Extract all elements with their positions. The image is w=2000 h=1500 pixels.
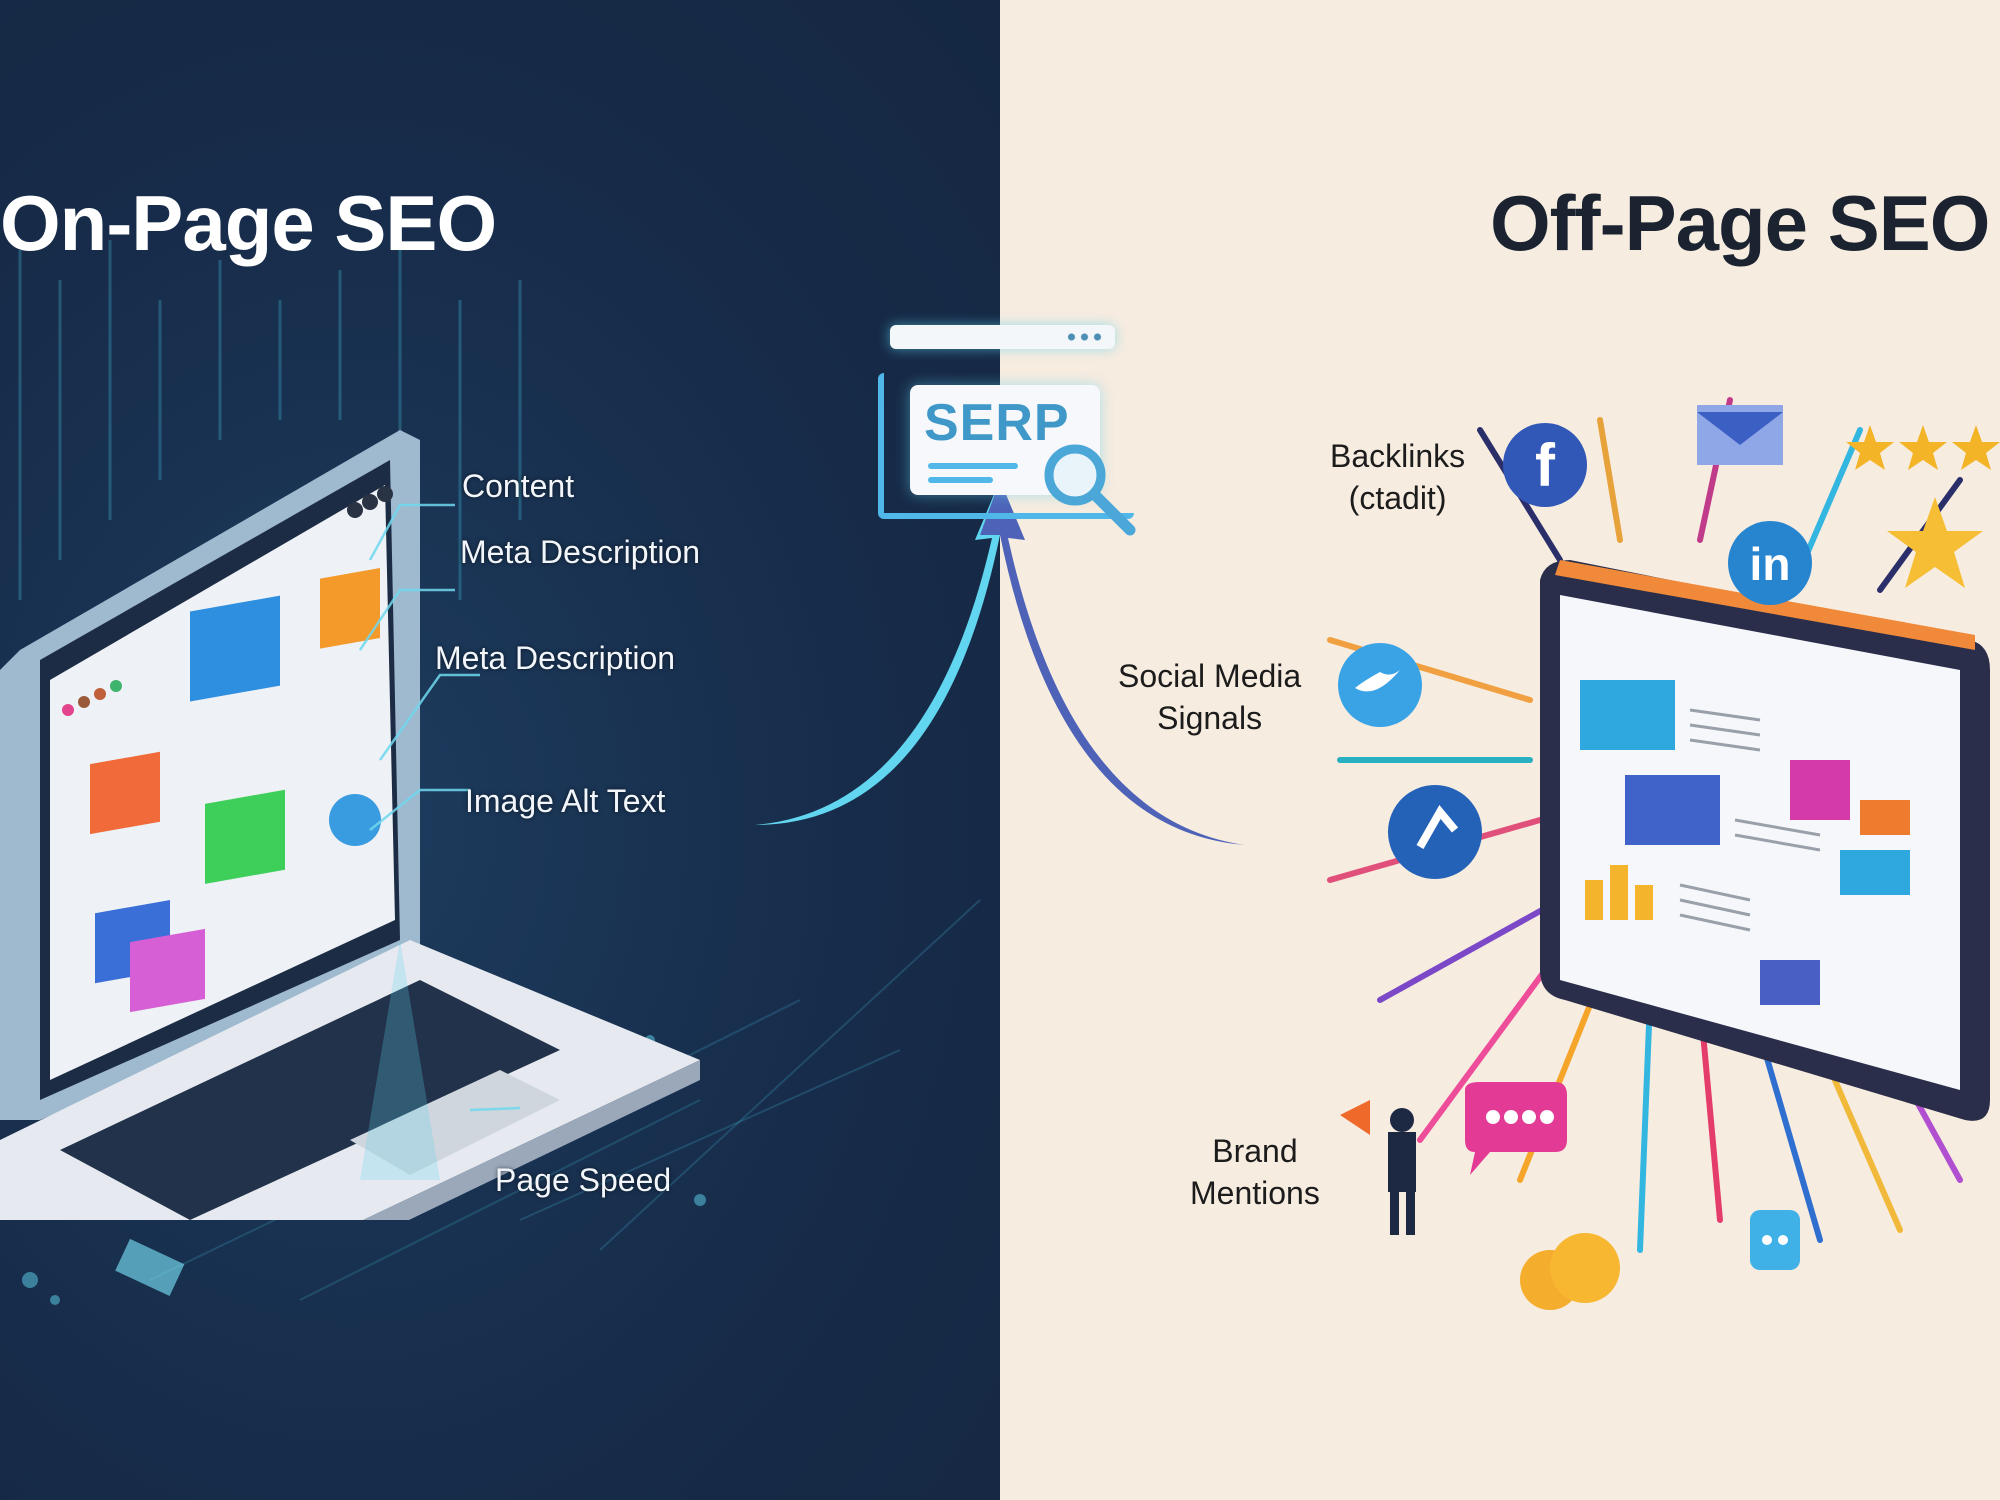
email-icon <box>1697 405 1783 465</box>
music-note-icon <box>1388 785 1482 879</box>
cloud-icon <box>1520 1233 1620 1310</box>
linkedin-icon: in <box>1728 521 1812 605</box>
svg-text:f: f <box>1535 432 1556 499</box>
facebook-icon: f <box>1503 423 1587 507</box>
on-page-panel: On-Page SEO Content Meta Description Met… <box>0 0 1000 1500</box>
svg-text:in: in <box>1750 538 1791 590</box>
star-icon <box>1887 497 1983 588</box>
label-backlinks: Backlinks (ctadit) <box>1330 438 1466 516</box>
label-page-speed: Page Speed <box>495 1162 672 1198</box>
serp-dots <box>1065 333 1105 341</box>
off-page-panel: f in Off-Page SEO Backlinks (ctadit) Soc… <box>1000 0 2000 1500</box>
serp-badge: SERP <box>870 325 1136 536</box>
label-content: Content <box>462 468 575 504</box>
magnifier-icon <box>1044 444 1136 536</box>
serp-text: SERP <box>924 394 1070 452</box>
label-image-alt-text: Image Alt Text <box>465 783 666 819</box>
label-social-media-signals: Social Media Signals <box>1118 658 1302 736</box>
laptop-icon <box>0 430 700 1220</box>
label-connectors <box>358 503 521 1112</box>
serp-frame <box>878 373 1134 519</box>
serp-line-2 <box>928 477 993 483</box>
label-meta-description-2: Meta Description <box>435 640 676 676</box>
label-meta-description-1: Meta Description <box>460 534 701 570</box>
chat-bubble-icon <box>1465 1082 1567 1175</box>
twitter-icon <box>1338 643 1422 727</box>
robot-icon <box>1750 1210 1800 1270</box>
off-page-seo-title: Off-Page SEO <box>1490 179 1990 267</box>
on-page-seo-title: On-Page SEO <box>0 179 497 267</box>
serp-line-1 <box>928 463 1018 469</box>
tablet-burst-illustration <box>1327 397 1990 1253</box>
megaphone-person-icon <box>1340 1100 1416 1235</box>
label-brand-mentions: Brand Mentions <box>1190 1133 1320 1211</box>
star-rating-icon <box>1846 425 2000 470</box>
